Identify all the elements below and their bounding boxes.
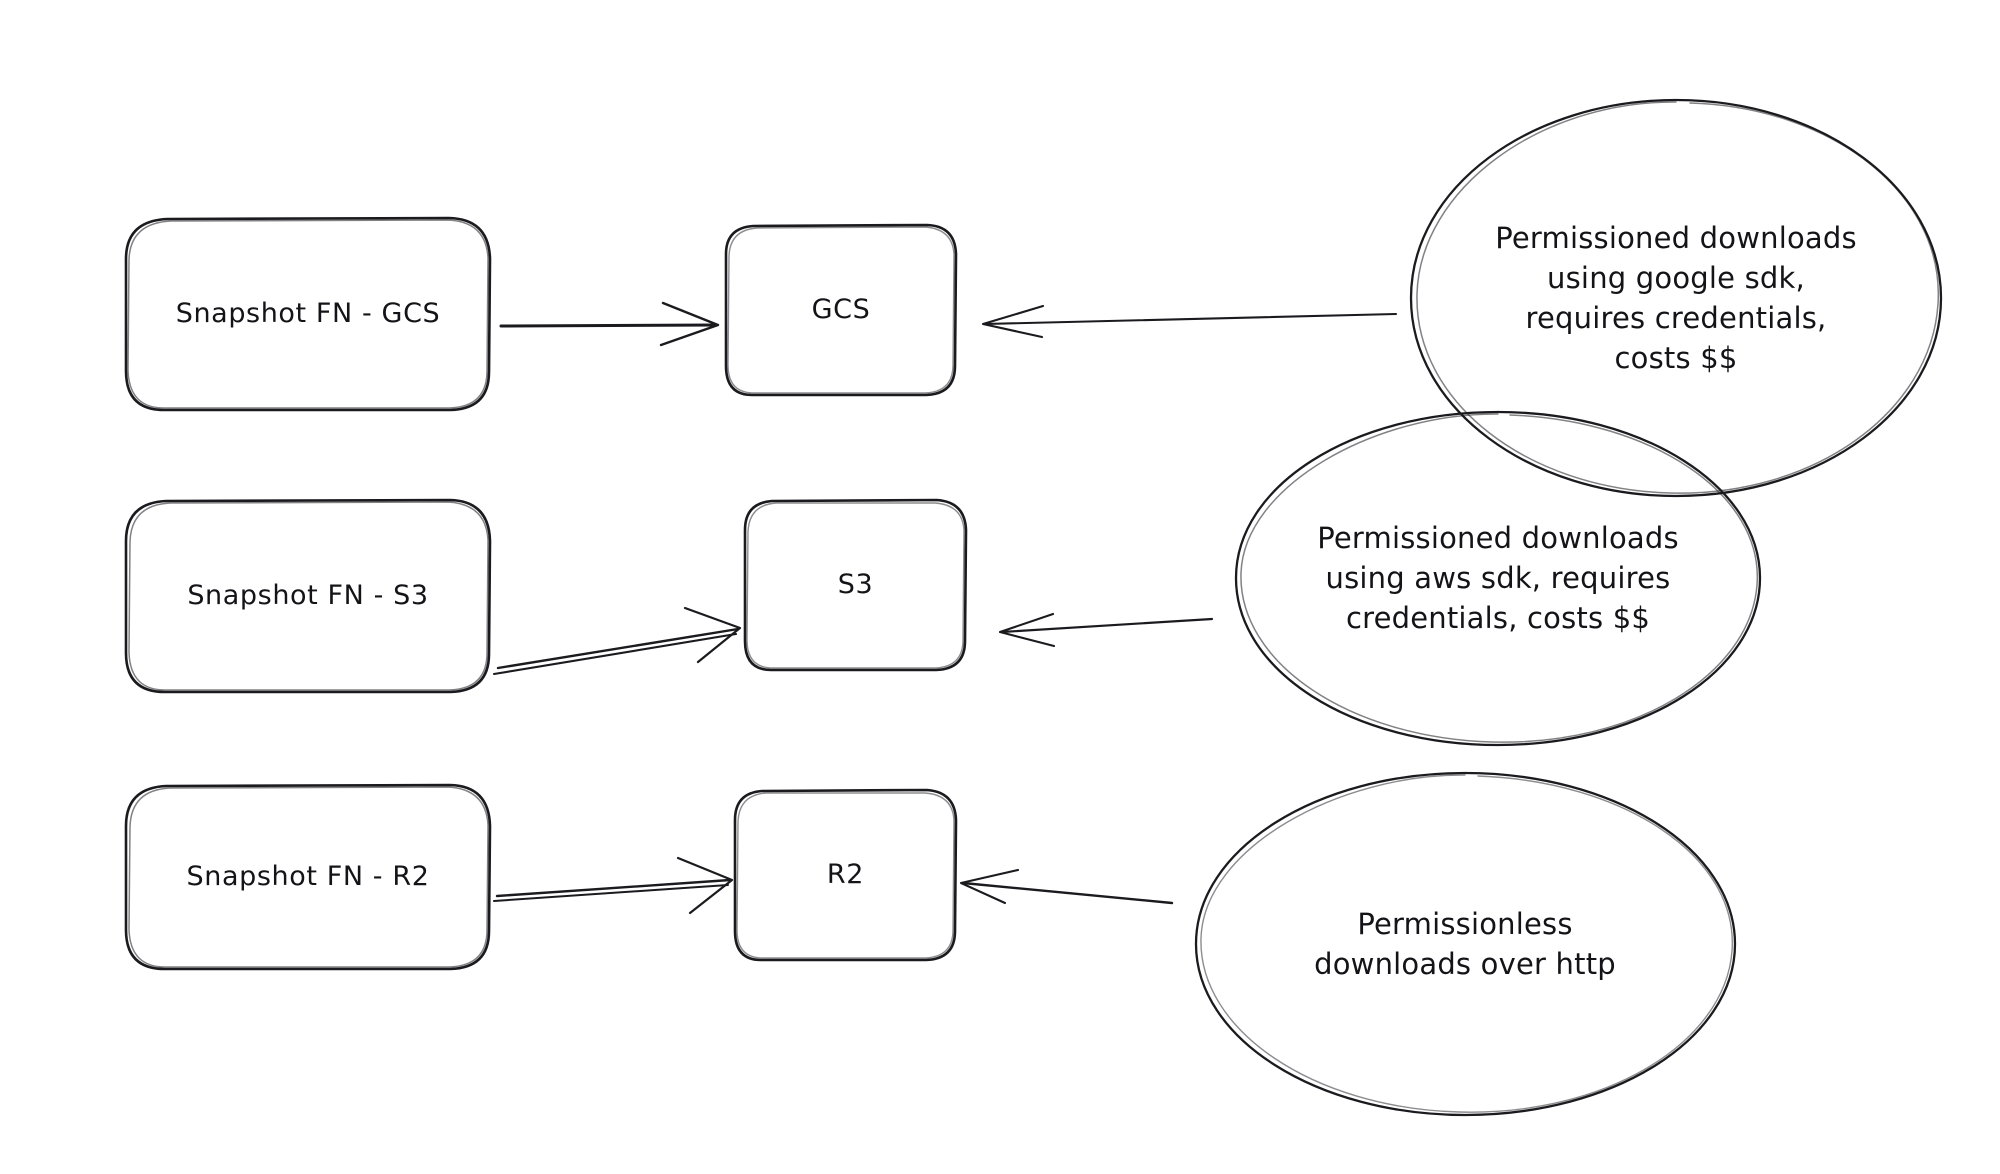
edge-note-gcs (981, 304, 1398, 339)
shape-r2-note[interactable] (1194, 771, 1737, 1117)
edge-snapshot-s3 (492, 606, 742, 676)
shape-snapshot-fn-s3[interactable] (124, 498, 492, 694)
shape-r2[interactable] (733, 788, 958, 962)
shape-s3-note[interactable] (1234, 410, 1762, 747)
edge-snapshot-gcs (499, 301, 720, 347)
shape-gcs[interactable] (724, 223, 958, 397)
shape-s3[interactable] (743, 498, 968, 672)
shape-gcs-note[interactable] (1409, 98, 1943, 498)
edge-snapshot-r2 (493, 856, 734, 915)
shape-snapshot-fn-gcs[interactable] (124, 216, 492, 412)
shape-snapshot-fn-r2[interactable] (124, 783, 492, 971)
edge-note-r2 (959, 868, 1174, 905)
edge-note-s3 (998, 612, 1214, 648)
